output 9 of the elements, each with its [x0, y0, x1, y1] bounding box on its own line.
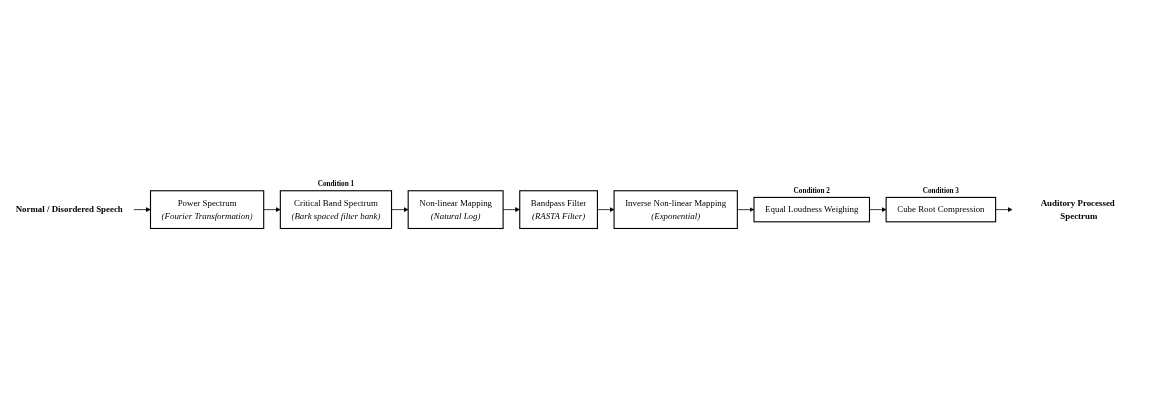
node-box: Equal Loudness Weighing: [753, 196, 871, 223]
node-box: Bandpass Filter (RASTA Filter): [519, 190, 598, 230]
node-box: Critical Band Spectrum (Bark spaced filter bank): [279, 190, 393, 230]
node-box: Non-linear Mapping (Natural Log): [407, 190, 504, 230]
node-box: Power Spectrum (Fourier Transformation): [149, 190, 265, 230]
node-text: Normal / Disordered Speech: [15, 204, 123, 215]
node-text: Auditory Processed Spectrum: [1040, 198, 1115, 221]
node-box: Cube Root Compression: [885, 196, 997, 223]
node-box: Inverse Non-linear Mapping (Exponential): [613, 190, 738, 230]
